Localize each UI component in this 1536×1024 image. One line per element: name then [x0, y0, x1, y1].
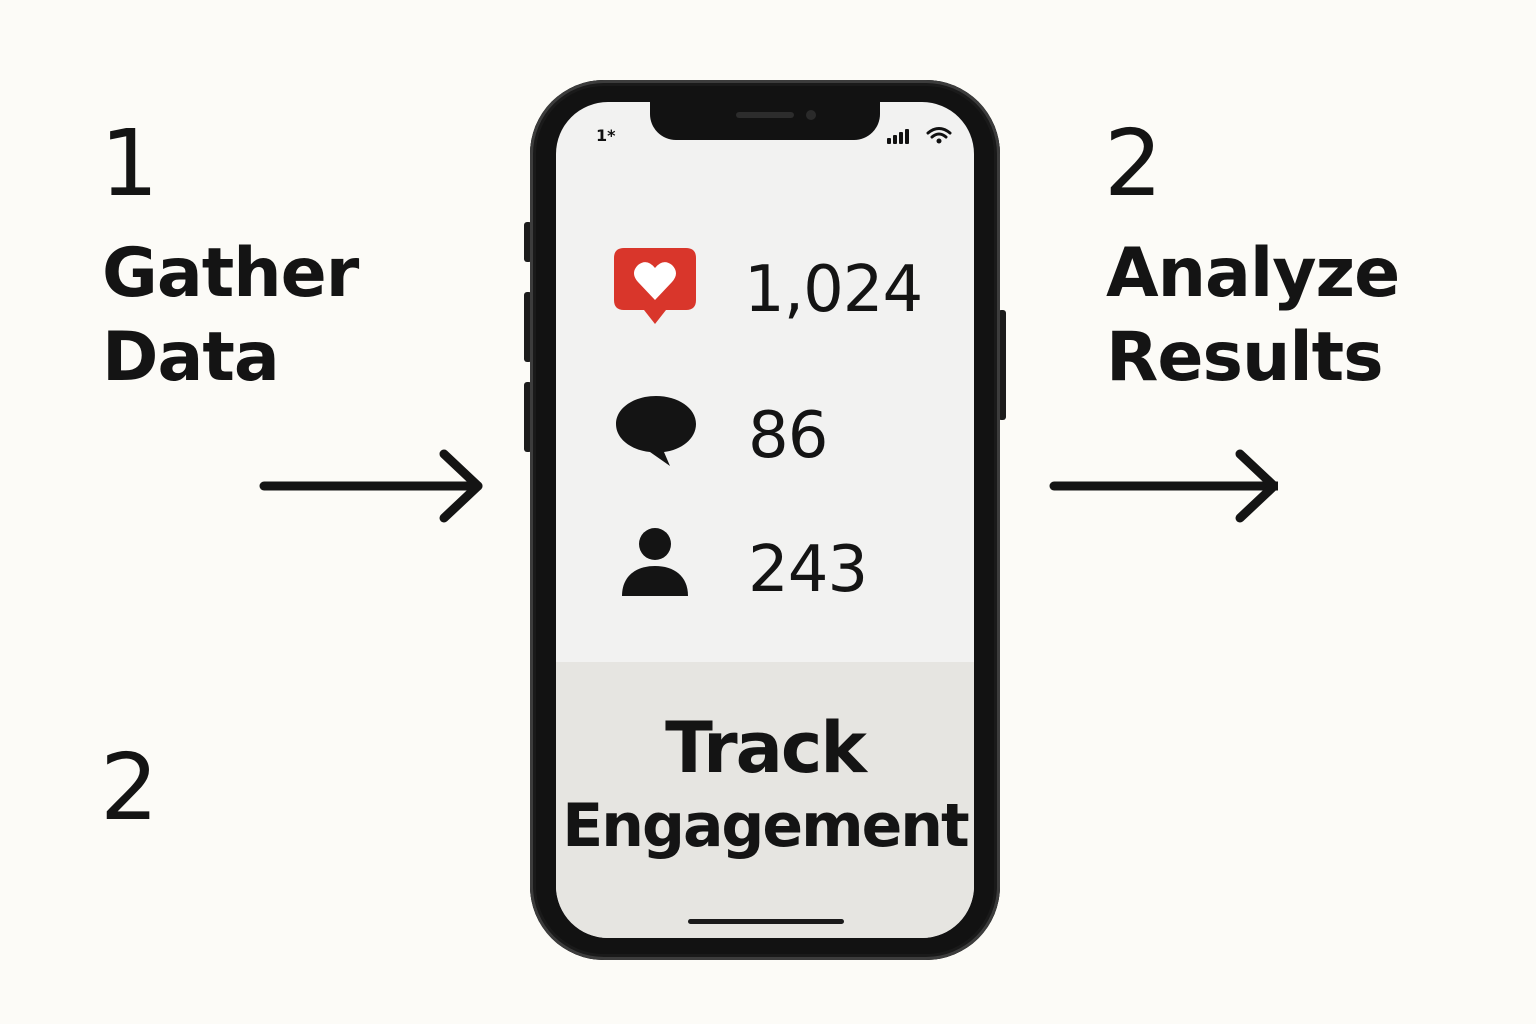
metric-row-comments: 86 — [614, 392, 974, 482]
front-camera — [806, 110, 816, 120]
metric-row-likes: 1,024 — [610, 244, 974, 334]
screen-footer-panel: Track Engagement — [556, 662, 974, 938]
footer-title-line: Track — [665, 707, 867, 789]
step-title-line: Data — [102, 318, 280, 397]
likes-count: 1,024 — [744, 253, 923, 327]
phone-screen: 1* 1,024 86 — [556, 102, 974, 938]
step-number-left: 1 — [100, 110, 159, 217]
followers-count: 243 — [748, 533, 868, 607]
signal-bars-icon — [887, 129, 909, 144]
phone-power-button — [998, 310, 1006, 420]
track-engagement-title: Track Engagement — [556, 708, 974, 864]
step-number-bottom: 2 — [100, 734, 159, 841]
step-title-line: Analyze — [1106, 234, 1400, 313]
arrow-right-icon — [259, 449, 483, 523]
heart-notification-icon — [614, 248, 696, 324]
phone-silent-switch — [524, 222, 532, 262]
step-title-line: Gather — [102, 234, 359, 313]
person-icon — [622, 528, 688, 596]
status-bar-time: 1* — [596, 126, 616, 145]
phone-notch — [650, 102, 880, 140]
speech-bubble-icon — [616, 396, 696, 466]
phone-volume-up-button — [524, 292, 532, 362]
phone-volume-down-button — [524, 382, 532, 452]
smartphone: 1* 1,024 86 — [530, 80, 1000, 960]
step-title-analyze-results: Analyze Results — [1106, 232, 1400, 400]
comments-count: 86 — [748, 399, 828, 473]
home-indicator[interactable] — [688, 919, 844, 924]
earpiece-speaker — [736, 112, 794, 118]
wifi-icon — [926, 127, 952, 144]
metric-row-followers: 243 — [620, 526, 974, 616]
arrow-right-icon — [1049, 449, 1278, 523]
step-title-line: Results — [1106, 318, 1384, 397]
step-number-right: 2 — [1104, 110, 1163, 217]
footer-title-line: Engagement — [562, 791, 969, 861]
step-title-gather-data: Gather Data — [102, 232, 359, 400]
